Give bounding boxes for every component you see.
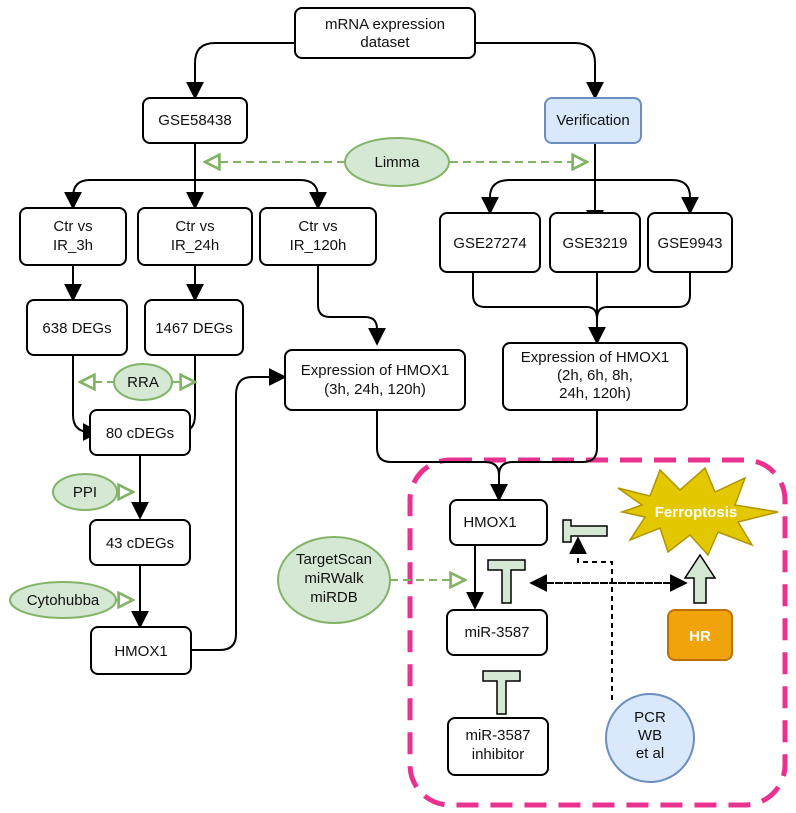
edges [64,42,699,651]
cytohubba-label: Cytohubba [27,592,100,609]
gse9943-node: GSE9943 [647,212,733,273]
mir3587-label: miR-3587 [464,624,529,641]
hr-node: HR [667,609,733,661]
promote-hr-ferroptosis-arrow [683,553,717,604]
gse27274-node: GSE27274 [439,212,541,273]
gse27274-label: GSE27274 [453,235,526,252]
rra-label: RRA [127,374,159,391]
expr-hmox1-right-node: Expression of HMOX1(2h, 6h, 8h,24h, 120h… [502,342,688,411]
hmox1-box-node: HMOX1 [449,499,548,546]
hmox1-left-node: HMOX1 [90,626,192,675]
black-dashed-edges [529,536,688,700]
cdegs80-node: 80 cDEGs [89,409,191,456]
cdegs80-label: 80 cDEGs [106,425,174,442]
limma-ellipse: Limma [344,137,450,187]
ppi-label: PPI [73,484,97,501]
degs638-node: 638 DEGs [26,299,128,356]
gse3219-node: GSE3219 [549,212,641,273]
green-dashed-edges [80,162,587,600]
verification-node: Verification [544,97,642,144]
hr-label: HR [689,628,711,645]
limma-label: Limma [374,154,420,171]
ferroptosis-star: Ferroptosis [617,466,779,557]
gse58438-node: GSE58438 [142,97,248,144]
cdegs43-node: 43 cDEGs [89,519,191,566]
ferroptosis-label: Ferroptosis [655,504,738,521]
expr-hmox1-left-label: Expression of HMOX1(3h, 24h, 120h) [301,362,449,398]
cytohubba-ellipse: Cytohubba [9,581,117,619]
inhibition-symbols [482,519,717,715]
inhibit-hmox1-ferroptosis-symbol [562,519,608,543]
experiment-region [407,457,788,808]
gse58438-label: GSE58438 [158,112,231,129]
degs1467-label: 1467 DEGs [155,320,233,337]
inhibit-mir-hmox1-symbol [487,559,526,604]
hmox1-box-label: HMOX1 [463,514,516,531]
inhibit-inhibitor-mir-symbol [482,670,521,715]
verification-label: Verification [556,112,629,129]
ppi-ellipse: PPI [52,473,118,511]
degs638-label: 638 DEGs [42,320,111,337]
rra-ellipse: RRA [113,363,173,401]
gse3219-label: GSE3219 [562,235,627,252]
expr-hmox1-right-label: Expression of HMOX1(2h, 6h, 8h,24h, 120h… [521,349,669,402]
cdegs43-label: 43 cDEGs [106,535,174,552]
mir3587-node: miR-3587 [446,609,548,656]
gse9943-label: GSE9943 [657,235,722,252]
hmox1-left-label: HMOX1 [114,643,167,660]
degs1467-node: 1467 DEGs [144,299,244,356]
expr-hmox1-left-node: Expression of HMOX1(3h, 24h, 120h) [284,349,466,411]
